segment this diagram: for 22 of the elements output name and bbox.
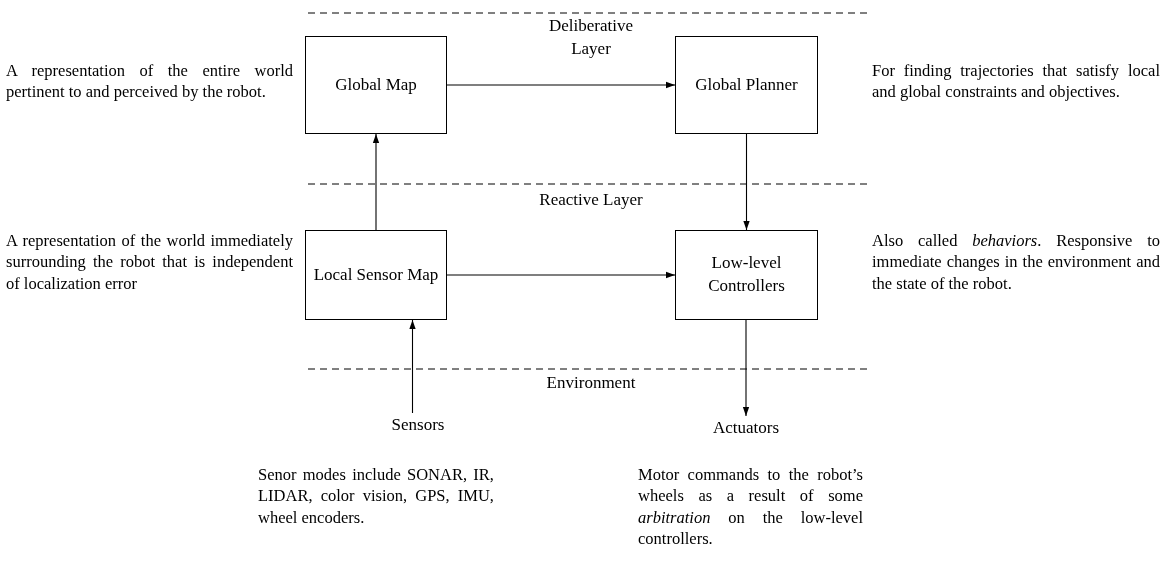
box-label: Global Planner bbox=[695, 73, 798, 96]
process-box bbox=[305, 36, 447, 134]
description-text: For finding trajectories that satisfy local and global constraints and objectives. bbox=[872, 60, 1160, 103]
description-text: Motor commands to the robot’s wheels as a result of some arbitration on the low-level controllers. bbox=[638, 464, 863, 550]
description-text: A representation of the entire world pertinent to and perceived by the robot. bbox=[6, 60, 293, 103]
box-label: Global Map bbox=[335, 73, 417, 96]
arrow bbox=[409, 319, 416, 414]
arrow bbox=[446, 271, 676, 279]
node-label: Actuators bbox=[706, 416, 786, 440]
arrow bbox=[446, 81, 676, 89]
process-box bbox=[675, 230, 818, 320]
description-text: Also called behaviors. Responsive to immediate changes in the environment and the state of the robot. bbox=[872, 230, 1160, 295]
arrow bbox=[372, 133, 380, 231]
arrow bbox=[742, 319, 750, 417]
node-label: Sensors bbox=[378, 413, 458, 437]
process-box bbox=[305, 230, 447, 320]
arrow bbox=[743, 133, 750, 231]
description-text: A representation of the world immediately surrounding the robot that is independent of localization error bbox=[6, 230, 293, 295]
process-box bbox=[675, 36, 818, 134]
box-label: Low-level Controllers bbox=[707, 252, 786, 297]
description-text: Senor modes include SONAR, IR, LIDAR, color vision, GPS, IMU, wheel encoders. bbox=[258, 464, 494, 529]
box-label: Local Sensor Map bbox=[313, 263, 439, 286]
